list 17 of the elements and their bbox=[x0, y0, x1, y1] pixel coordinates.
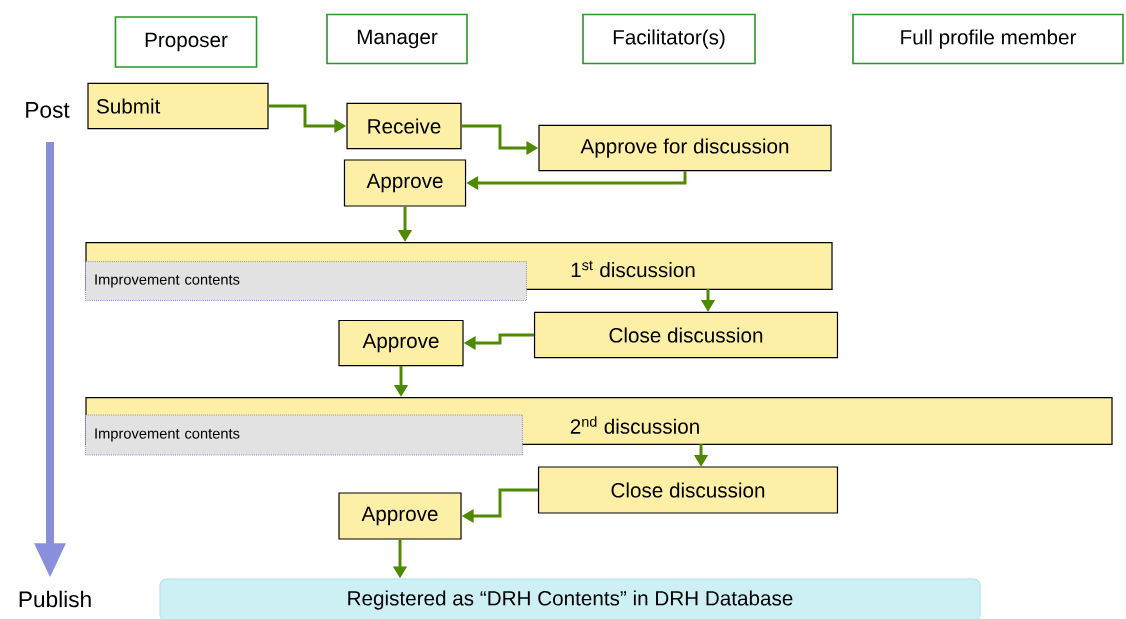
step-box: Submit bbox=[87, 82, 269, 130]
step-box: Approve bbox=[338, 319, 464, 367]
stage-label: Post bbox=[26, 102, 70, 118]
role-header-box: Full profile member bbox=[852, 13, 1124, 65]
role-header-box: Proposer bbox=[114, 16, 258, 68]
result-box: Registered as “DRH Contents” in DRH Database bbox=[159, 578, 981, 619]
role-header-box: Manager bbox=[326, 13, 468, 65]
role-header-box: Facilitator(s) bbox=[582, 13, 756, 65]
step-box: Approve bbox=[343, 159, 467, 207]
step-box: Close discussion bbox=[537, 466, 839, 514]
step-box: Close discussion bbox=[533, 311, 839, 359]
stage-label: Publish bbox=[19, 590, 91, 608]
step-box: Approve for discussion bbox=[538, 124, 832, 172]
step-box: Receive bbox=[346, 102, 462, 150]
step-box: Approve bbox=[338, 492, 462, 540]
improvement-box: Improvement contents bbox=[85, 414, 523, 456]
improvement-box: Improvement contents bbox=[85, 261, 527, 301]
